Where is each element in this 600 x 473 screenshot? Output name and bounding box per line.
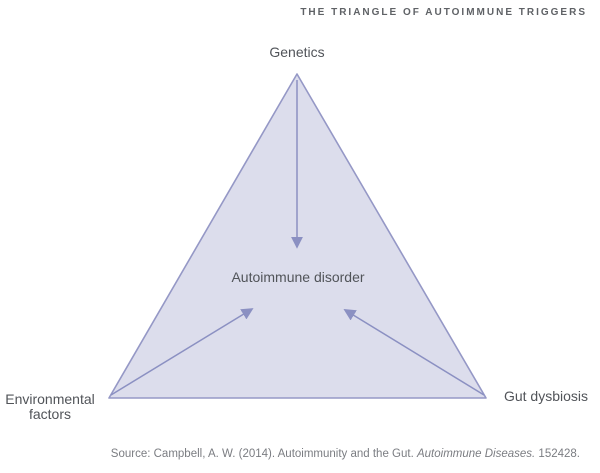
source-citation: Source: Campbell, A. W. (2014). Autoimmu… [111,448,580,460]
arrow-gut-to-center [343,309,485,396]
source-citation-prefix: Source: Campbell, A. W. (2014). Autoimmu… [110,448,417,460]
source-citation-journal: Autoimmune Diseases. [416,448,536,460]
diagram-title: THE TRIANGLE OF AUTOIMMUNE TRIGGERS [300,7,587,18]
center-label-autoimmune-disorder: Autoimmune disorder [231,269,365,285]
vertex-label-genetics: Genetics [269,44,325,60]
arrow-environmental-to-center [110,308,254,396]
source-citation-suffix: 152428. [535,448,580,460]
vertex-label-gut-dysbiosis: Gut dysbiosis [503,388,589,404]
vertex-label-environmental-factors: Environmental factors [5,391,95,423]
